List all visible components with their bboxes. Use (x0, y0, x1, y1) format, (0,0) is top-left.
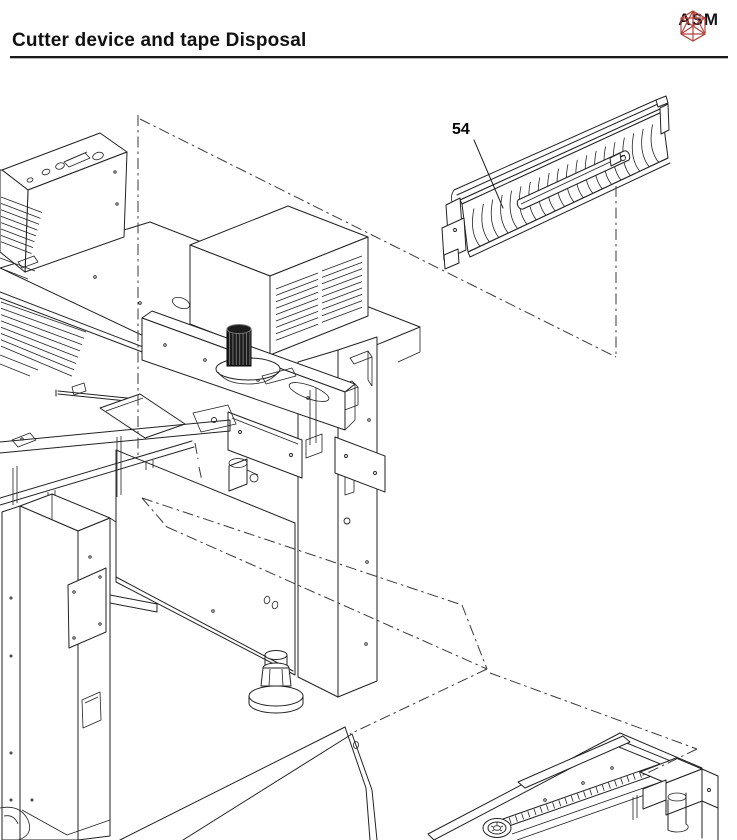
left-post (0, 493, 158, 840)
callout-54-leader (473, 139, 504, 209)
funnel-panel (119, 726, 378, 840)
part-54-chute (441, 95, 671, 270)
side-wall-panel (115, 449, 296, 676)
leveling-foot (248, 650, 304, 714)
pulley (482, 818, 512, 838)
title-rule (10, 56, 728, 59)
control-box (0, 132, 128, 280)
brand-logo: ASM (678, 10, 725, 42)
cylinder-fitting (228, 458, 259, 492)
bracket-plate-right (334, 436, 386, 493)
vent-slats (275, 255, 363, 341)
bracket-plate-left (227, 411, 303, 479)
heatsink-fins-upper (0, 196, 43, 254)
projection-lines (137, 115, 698, 777)
heatsink-fins-lower (0, 301, 87, 377)
conveyor-unit (427, 732, 719, 840)
post-access-panel (67, 567, 107, 649)
adjustment-knob (215, 324, 297, 385)
callout-54: 54 (452, 121, 504, 209)
callout-54-label: 54 (452, 121, 470, 138)
left-arm-assembly (0, 382, 237, 506)
page-title: Cutter device and tape Disposal (12, 30, 307, 51)
chute-slot (516, 150, 631, 210)
